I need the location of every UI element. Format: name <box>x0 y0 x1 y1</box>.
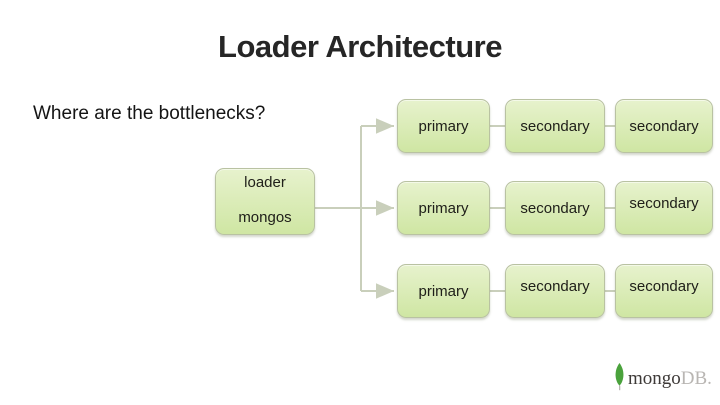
node-row2-primary: primary <box>397 181 490 235</box>
node-row3-primary: primary <box>397 264 490 318</box>
loader-label: loader <box>244 174 286 191</box>
node-label: secondary <box>520 277 590 295</box>
wordmark-db: DB. <box>680 368 712 389</box>
mongodb-wordmark: mongoDB. <box>628 369 712 391</box>
node-row2-secondary-2: secondary <box>615 181 713 235</box>
mongodb-logo: mongoDB. <box>614 363 712 391</box>
slide-subtitle: Where are the bottlenecks? <box>33 103 266 124</box>
node-label: secondary <box>629 194 699 212</box>
node-row2-secondary-1: secondary <box>505 181 605 235</box>
mongos-label: mongos <box>238 209 292 226</box>
node-row1-secondary-1: secondary <box>505 99 605 153</box>
node-label: secondary <box>629 277 699 295</box>
node-row3-secondary-1: secondary <box>505 264 605 318</box>
node-row1-primary: primary <box>397 99 490 153</box>
node-label: secondary <box>520 117 590 135</box>
mongodb-leaf-icon <box>615 363 624 391</box>
node-label: primary <box>418 282 469 300</box>
node-label: primary <box>418 199 469 217</box>
slide-title: Loader Architecture <box>218 29 502 64</box>
wordmark-mongo: mongo <box>628 368 681 389</box>
node-label: primary <box>418 117 469 135</box>
node-label: secondary <box>629 117 699 135</box>
loader-mongos-box: loader mongos <box>215 168 315 235</box>
node-row1-secondary-2: secondary <box>615 99 713 153</box>
node-label: secondary <box>520 199 590 217</box>
node-row3-secondary-2: secondary <box>615 264 713 318</box>
